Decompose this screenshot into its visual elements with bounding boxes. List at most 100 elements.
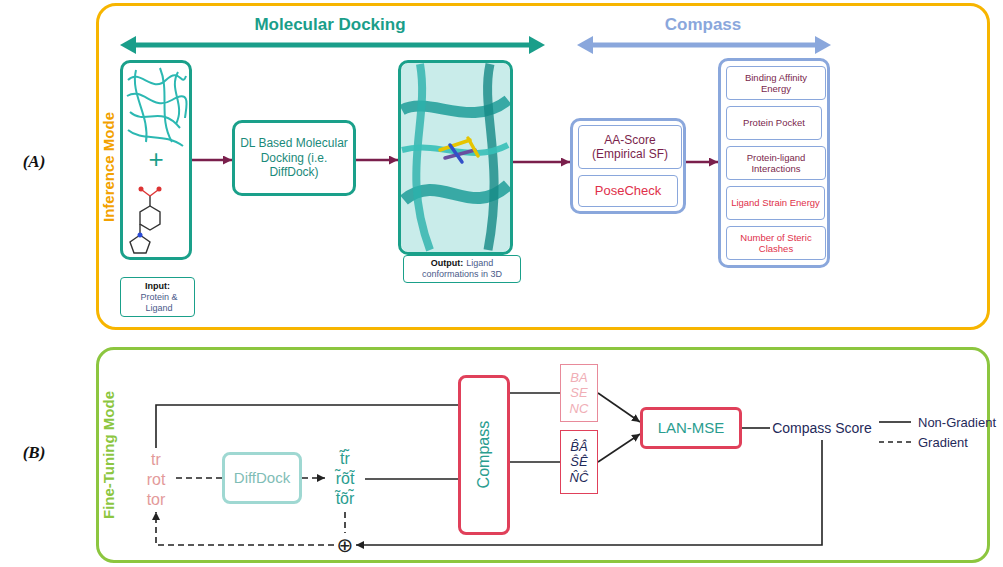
metric-box: Ligand Strain Energy bbox=[726, 186, 825, 220]
node-text: PoseCheck bbox=[595, 183, 661, 199]
vertical-title: Compass bbox=[474, 421, 493, 489]
mode-title: Inference Mode bbox=[100, 111, 118, 221]
pose-ribbon bbox=[488, 64, 495, 250]
pose-ribbon bbox=[416, 64, 430, 250]
span-line bbox=[132, 43, 532, 48]
parameter-list: t̃r̃r̃õt̃t̃õr̃ bbox=[325, 446, 365, 512]
metric-box: Protein-ligand Interactions bbox=[726, 146, 826, 180]
mode-title: Fine-Tuning Mode bbox=[100, 391, 118, 519]
node-text: Input: bbox=[145, 281, 170, 292]
input-image-box: + bbox=[120, 60, 192, 260]
node-text: LAN-MSE bbox=[658, 419, 725, 437]
node-text: Protein-ligand Interactions bbox=[729, 152, 823, 175]
node-text: N̂Ĉ bbox=[570, 470, 589, 486]
legend-item: Non-Gradient bbox=[878, 412, 996, 432]
ribbon-strand bbox=[175, 72, 179, 124]
title-text: Compass bbox=[474, 421, 493, 489]
ribbon-strand bbox=[130, 112, 180, 128]
ribbon-strand bbox=[128, 75, 186, 84]
node-text: Binding Affinity Energy bbox=[729, 72, 823, 95]
legend-text: Gradient bbox=[918, 435, 968, 450]
node-text: Protein & Ligand bbox=[126, 292, 192, 314]
node-text: BA bbox=[570, 370, 587, 386]
scoring-box: AA-Score (Empirical SF) bbox=[578, 125, 682, 169]
oxygen-atom bbox=[157, 187, 162, 192]
span-line bbox=[590, 43, 818, 48]
ligand-stick bbox=[468, 138, 478, 156]
mode-panel: trrottor DiffDock t̃r̃r̃õt̃t̃õr̃ Compass B… bbox=[96, 347, 990, 563]
connector bbox=[365, 478, 458, 480]
nitrogen-atom bbox=[138, 233, 143, 238]
compass-span-arrow bbox=[577, 36, 831, 54]
node-text: r̃õt̃ bbox=[336, 469, 355, 489]
docked-pose-image bbox=[401, 63, 510, 252]
metric-stack: BASENC bbox=[560, 364, 598, 422]
connector bbox=[598, 393, 640, 422]
parameter-list: trrottor bbox=[136, 448, 176, 512]
node-text: DL Based Molecular Docking (i.e. DiffDoc… bbox=[239, 136, 349, 179]
connector bbox=[176, 477, 222, 479]
pose-ligand bbox=[440, 138, 478, 162]
node-text: Compass Score bbox=[772, 420, 872, 437]
node-text: AA-Score (Empirical SF) bbox=[581, 133, 679, 162]
connector bbox=[513, 161, 570, 164]
node-text: Output: bbox=[431, 258, 463, 268]
pyrrole-ring bbox=[130, 235, 150, 253]
span-head bbox=[529, 36, 545, 54]
connector bbox=[192, 159, 232, 162]
protein-ribbon bbox=[127, 68, 187, 146]
metric-box: Binding Affinity Energy bbox=[726, 66, 826, 100]
node-text: rot bbox=[147, 470, 166, 490]
span-head bbox=[815, 36, 831, 54]
connector bbox=[510, 392, 560, 394]
node-text: tr bbox=[151, 450, 161, 470]
ribbon-strand bbox=[160, 68, 172, 142]
loss-box: LAN-MSE bbox=[640, 407, 742, 449]
score-label: Compass Score bbox=[770, 416, 874, 440]
connector bbox=[686, 161, 718, 164]
node-text: SE bbox=[570, 385, 587, 401]
node-text: t̃r̃ bbox=[340, 449, 350, 469]
input-label-box: Input:Protein & Ligand bbox=[120, 277, 195, 317]
bond bbox=[150, 190, 158, 196]
docking-span-arrow bbox=[120, 36, 545, 54]
bond bbox=[142, 190, 150, 196]
legend: Non-GradientGradient bbox=[878, 412, 996, 452]
section-title: Compass bbox=[665, 15, 742, 35]
legend-item: Gradient bbox=[878, 432, 996, 452]
output-group-box: Binding Affinity EnergyProtein PocketPro… bbox=[718, 58, 830, 268]
node-text: Protein Pocket bbox=[743, 117, 805, 128]
compass-box: Compass bbox=[458, 375, 510, 535]
panel-letter: (B) bbox=[23, 443, 46, 463]
connector bbox=[156, 405, 458, 448]
panel-letter: (A) bbox=[23, 152, 46, 172]
benzene-ring bbox=[140, 206, 160, 230]
node-text: ŜÊ bbox=[570, 454, 587, 470]
connector bbox=[742, 427, 770, 429]
oxygen-atom bbox=[139, 187, 144, 192]
scoring-group-box: AA-Score (Empirical SF) PoseCheck bbox=[570, 118, 686, 214]
model-box: DiffDock bbox=[222, 452, 302, 504]
metric-stack: B̂ÂŜÊN̂Ĉ bbox=[560, 430, 598, 494]
ligand-molecule bbox=[130, 187, 162, 254]
metric-box: Protein Pocket bbox=[726, 106, 822, 140]
title-text: Fine-Tuning Mode bbox=[100, 391, 118, 519]
sum-node: ⊕ bbox=[334, 533, 356, 557]
node-text: + bbox=[148, 144, 163, 175]
node-text: NC bbox=[570, 401, 589, 417]
legend-line bbox=[879, 441, 911, 443]
node-text: B̂Â bbox=[570, 439, 587, 455]
legend-line bbox=[879, 421, 911, 423]
node-text: t̃õr̃ bbox=[336, 489, 355, 509]
node-text: DiffDock bbox=[234, 469, 290, 487]
node-text: tor bbox=[147, 490, 166, 510]
node-text: Ligand Strain Energy bbox=[731, 197, 820, 208]
connector bbox=[302, 477, 325, 479]
section-title: Molecular Docking bbox=[254, 15, 405, 35]
bond bbox=[149, 196, 150, 206]
node-text: ⊕ bbox=[337, 533, 354, 557]
ligand-stick bbox=[440, 140, 470, 150]
legend-text: Non-Gradient bbox=[918, 415, 996, 430]
scoring-box: PoseCheck bbox=[578, 175, 678, 207]
title-text: Inference Mode bbox=[100, 111, 118, 221]
